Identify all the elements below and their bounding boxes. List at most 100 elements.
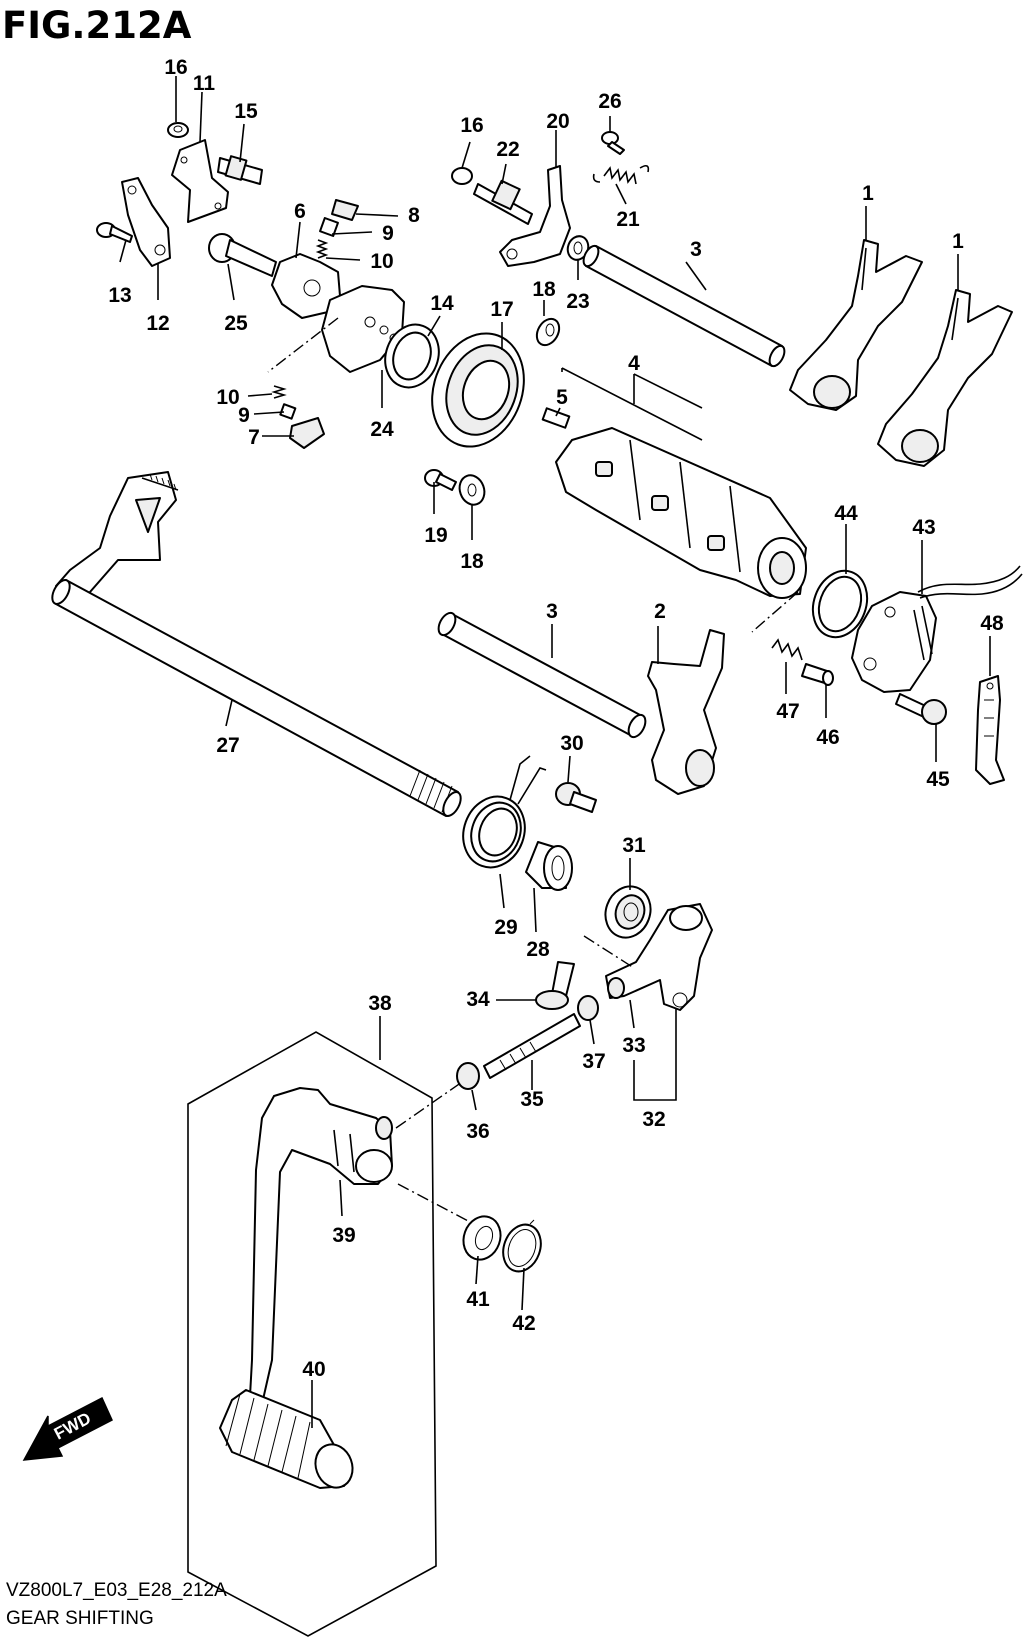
callout-12[interactable]: 12: [146, 312, 169, 335]
part-stopper-7[interactable]: [289, 417, 325, 449]
callout-1[interactable]: 1: [862, 182, 874, 205]
callout-7[interactable]: 7: [248, 426, 260, 449]
part-washer-41[interactable]: [458, 1211, 507, 1265]
callout-16[interactable]: 16: [460, 114, 483, 137]
callout-2[interactable]: 2: [654, 600, 666, 623]
part-spring-21[interactable]: [592, 164, 650, 185]
callout-16[interactable]: 16: [164, 56, 187, 79]
callout-3[interactable]: 3: [546, 600, 558, 623]
part-stud-15[interactable]: [217, 155, 263, 185]
part-screw-13[interactable]: [96, 222, 133, 243]
callout-39[interactable]: 39: [332, 1224, 355, 1247]
part-bolt-35[interactable]: [483, 1013, 581, 1079]
callout-10[interactable]: 10: [216, 386, 239, 409]
part-pin-8[interactable]: [331, 199, 359, 221]
part-bolt-34[interactable]: [535, 961, 575, 1010]
part-stud-22[interactable]: [473, 179, 533, 225]
callout-35[interactable]: 35: [520, 1088, 544, 1111]
callout-42[interactable]: 42: [512, 1312, 535, 1335]
part-nut-36[interactable]: [456, 1062, 480, 1090]
callout-40[interactable]: 40: [302, 1358, 325, 1381]
callout-26[interactable]: 26: [598, 90, 621, 113]
part-nut-16b[interactable]: [451, 167, 473, 185]
callout-5[interactable]: 5: [556, 386, 568, 409]
part-screw-26[interactable]: [601, 131, 625, 155]
part-oil-seal-31[interactable]: [598, 880, 657, 944]
callout-8[interactable]: 8: [408, 204, 420, 227]
callout-32[interactable]: 32: [642, 1108, 665, 1131]
part-plate-12[interactable]: [121, 177, 171, 267]
part-pin-5[interactable]: [541, 407, 571, 429]
callout-9[interactable]: 9: [382, 222, 394, 245]
callout-36[interactable]: 36: [466, 1120, 489, 1143]
part-o-ring-44[interactable]: [804, 563, 876, 645]
part-spring-47[interactable]: [771, 638, 803, 661]
part-nut-16a[interactable]: [167, 122, 189, 138]
part-gear-position-switch-43[interactable]: [851, 565, 1023, 693]
callout-31[interactable]: 31: [622, 834, 646, 857]
part-return-spring-29[interactable]: [453, 755, 547, 876]
callout-34[interactable]: 34: [466, 988, 490, 1011]
callout-18[interactable]: 18: [460, 550, 484, 573]
callout-41[interactable]: 41: [466, 1288, 490, 1311]
part-plate-11[interactable]: [171, 139, 229, 223]
callout-28[interactable]: 28: [526, 938, 550, 961]
callout-14[interactable]: 14: [430, 292, 454, 315]
callout-48[interactable]: 48: [980, 612, 1004, 635]
callout-21[interactable]: 21: [616, 208, 640, 231]
part-gearshift-arm-33[interactable]: [605, 903, 713, 1011]
part-circlip-42[interactable]: [497, 1219, 547, 1276]
callout-15[interactable]: 15: [234, 100, 258, 123]
part-rubber-pad-40[interactable]: [219, 1389, 358, 1493]
callout-6[interactable]: 6: [294, 200, 306, 223]
callout-43[interactable]: 43: [912, 516, 935, 539]
part-shift-fork-1a[interactable]: [789, 239, 923, 411]
callout-19[interactable]: 19: [424, 524, 447, 547]
callout-27[interactable]: 27: [216, 734, 239, 757]
callout-9[interactable]: 9: [238, 404, 250, 427]
part-washer-23[interactable]: [564, 233, 591, 262]
part-bolt-19[interactable]: [424, 469, 457, 491]
callout-1[interactable]: 1: [952, 230, 964, 253]
part-gearshift-lever-39[interactable]: [249, 1087, 393, 1405]
callout-18[interactable]: 18: [532, 278, 556, 301]
part-arm-20[interactable]: [499, 165, 571, 267]
callout-23[interactable]: 23: [566, 290, 589, 313]
part-spring-10a[interactable]: [315, 239, 329, 259]
part-gearshift-shaft-27[interactable]: [49, 471, 465, 819]
part-bush-28[interactable]: [525, 841, 573, 891]
part-washer-18b[interactable]: [456, 472, 489, 508]
part-pin-46[interactable]: [801, 663, 834, 686]
callout-17[interactable]: 17: [490, 298, 513, 321]
part-pin-9a[interactable]: [319, 217, 339, 237]
callout-4[interactable]: 4: [628, 352, 640, 375]
part-shift-drum-4[interactable]: [555, 427, 807, 599]
callout-45[interactable]: 45: [926, 768, 950, 791]
callout-3[interactable]: 3: [690, 238, 702, 261]
part-bolt-25[interactable]: [208, 233, 277, 277]
callout-38[interactable]: 38: [368, 992, 392, 1015]
callout-46[interactable]: 46: [816, 726, 839, 749]
callout-37[interactable]: 37: [582, 1050, 605, 1073]
part-fork-shaft-3a[interactable]: [581, 243, 788, 368]
callout-25[interactable]: 25: [224, 312, 248, 335]
part-bearing-17[interactable]: [417, 320, 539, 459]
part-clamp-48[interactable]: [975, 675, 1005, 785]
part-shift-fork-2[interactable]: [647, 629, 725, 795]
callout-30[interactable]: 30: [560, 732, 583, 755]
part-shift-fork-1b[interactable]: [877, 289, 1013, 467]
part-spring-10b[interactable]: [271, 385, 287, 399]
callout-13[interactable]: 13: [108, 284, 131, 307]
part-washer-18a[interactable]: [532, 315, 563, 349]
callout-29[interactable]: 29: [494, 916, 517, 939]
part-bolt-30[interactable]: [555, 782, 597, 813]
callout-33[interactable]: 33: [622, 1034, 645, 1057]
callout-11[interactable]: 11: [193, 72, 216, 95]
part-bolt-45[interactable]: [895, 693, 947, 725]
callout-20[interactable]: 20: [546, 110, 569, 133]
callout-24[interactable]: 24: [370, 418, 394, 441]
callout-44[interactable]: 44: [834, 502, 858, 525]
callout-10[interactable]: 10: [370, 250, 393, 273]
callout-22[interactable]: 22: [496, 138, 519, 161]
part-pin-9b[interactable]: [279, 403, 297, 420]
